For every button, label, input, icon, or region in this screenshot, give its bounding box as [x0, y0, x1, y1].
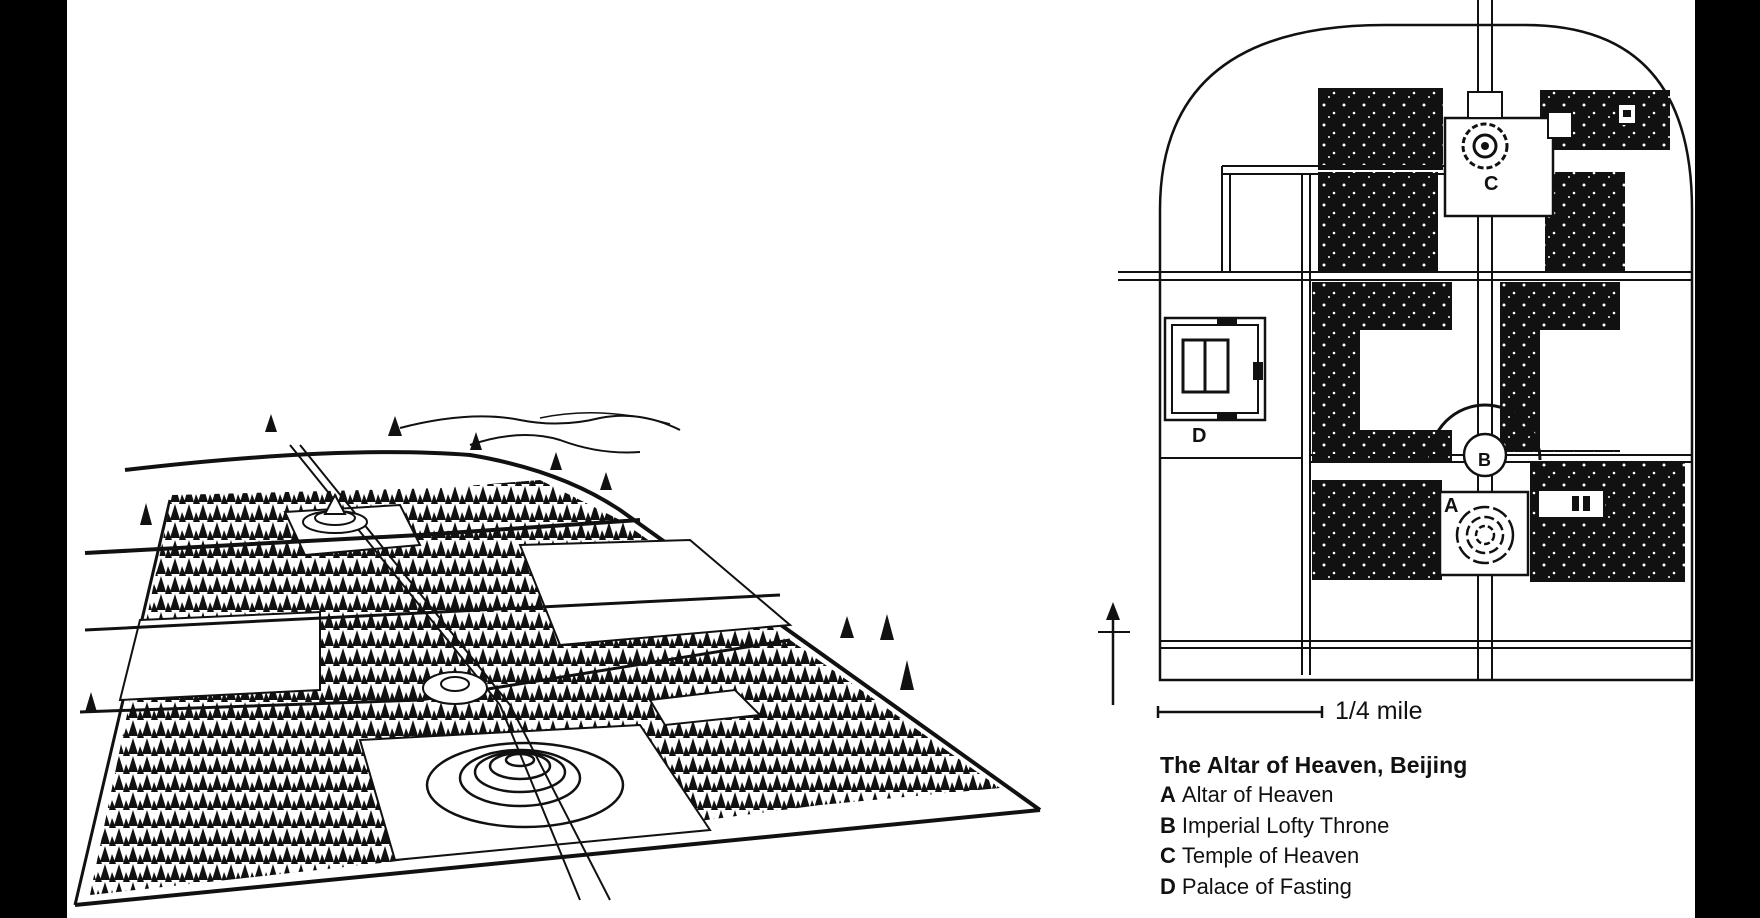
map-label-b: B: [1478, 450, 1491, 470]
figure-title: The Altar of Heaven, Beijing: [1160, 752, 1468, 778]
scale-label: 1/4 mile: [1335, 697, 1423, 725]
map-label-c: C: [1484, 173, 1499, 195]
map-label-a: A: [1444, 495, 1459, 517]
north-arrow-icon: [1098, 602, 1130, 705]
map-label-d: D: [1192, 425, 1207, 447]
perspective-illustration: [73, 411, 1042, 907]
site-plan-map: [1098, 0, 1694, 718]
figure-canvas: C D B A 1/4 mile The Altar of Heaven, Be…: [67, 0, 1695, 918]
scale-bar: [1156, 706, 1324, 718]
